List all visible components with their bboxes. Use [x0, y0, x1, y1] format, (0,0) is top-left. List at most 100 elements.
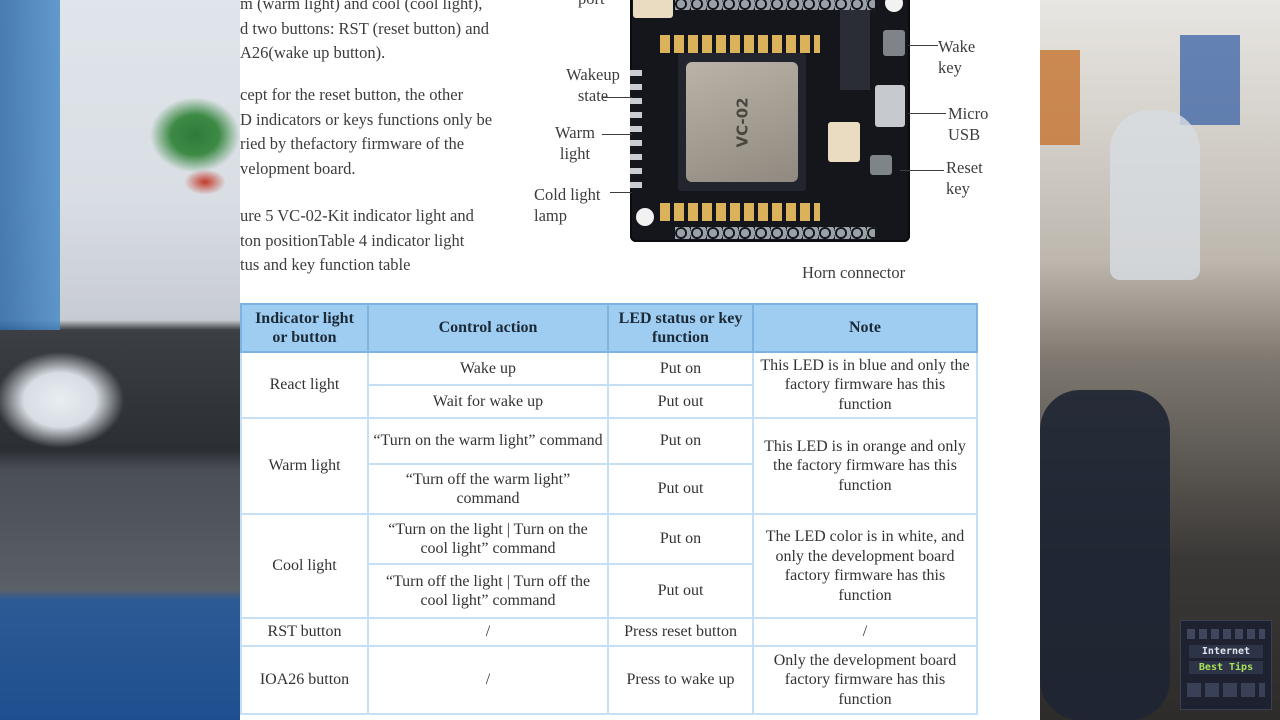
- cell-indicator: Cool light: [240, 513, 369, 619]
- cell-status: Put on: [607, 351, 754, 386]
- background-shape: [1040, 50, 1080, 145]
- table-row: Cool light “Turn on the light | Turn on …: [240, 513, 978, 619]
- text-line: ton positionTable 4 indicator light: [240, 230, 465, 250]
- cell-status: Put on: [607, 417, 754, 465]
- callout-micro-usb: Micro USB: [948, 103, 1008, 145]
- module-shield: [686, 62, 798, 182]
- logo-decoration: [1187, 683, 1265, 697]
- logo-text-line1: Internet: [1189, 645, 1263, 658]
- table-row: RST button / Press reset button /: [240, 617, 978, 647]
- board-figure: VC-02: [625, 0, 915, 245]
- connector: [828, 122, 860, 162]
- callout-line: key: [938, 58, 962, 77]
- side-leds: [630, 70, 642, 190]
- cell-action: /: [367, 645, 609, 715]
- callout-horn-connector: Horn connector: [802, 263, 906, 282]
- cell-action: “Turn on the warm light” command: [367, 417, 609, 465]
- indicator-function-table: Indicator light or button Control action…: [240, 303, 978, 715]
- leader-line: [602, 134, 632, 135]
- leader-line: [908, 45, 938, 46]
- callout-line: state: [577, 86, 609, 105]
- callout-warm-light: Warm light: [548, 122, 602, 164]
- intro-paragraph: m (warm light) and cool (cool light), d …: [240, 0, 530, 66]
- cell-status: Put on: [607, 513, 754, 565]
- leader-line: [602, 97, 632, 98]
- text-line: velopment board.: [240, 158, 356, 178]
- header-holes: [675, 0, 875, 10]
- cell-action: /: [367, 617, 609, 647]
- cell-note: This LED is in orange and only the facto…: [752, 417, 978, 515]
- callout-reset-key: Reset key: [946, 157, 1006, 199]
- leader-line: [900, 170, 944, 171]
- callout-top: port: [578, 0, 618, 9]
- ic-chip: [840, 10, 870, 90]
- except-paragraph: cept for the reset button, the other D i…: [240, 83, 530, 181]
- cell-indicator: RST button: [240, 617, 369, 647]
- text-line: D indicators or keys functions only be: [240, 109, 493, 129]
- table-row: React light Wake up Put on This LED is i…: [240, 351, 978, 419]
- callout-line: Reset: [946, 158, 983, 177]
- cell-indicator: React light: [240, 351, 369, 419]
- wake-key-button: [883, 30, 905, 56]
- callout-wakeup-state: Wakeup state: [558, 64, 628, 106]
- cell-status: Put out: [607, 563, 754, 619]
- callout-line: Wake: [938, 37, 976, 56]
- background-shape: [1040, 390, 1170, 720]
- table-row: Warm light “Turn on the warm light” comm…: [240, 417, 978, 515]
- text-line: cept for the reset button, the other: [240, 85, 464, 104]
- text-line: ried by thefactory firmware of the: [240, 134, 465, 153]
- callout-line: Warm: [555, 123, 595, 142]
- table-header-row: Indicator light or button Control action…: [240, 303, 978, 353]
- header-indicator: Indicator light or button: [240, 303, 369, 353]
- logo-text-line2: Best Tips: [1189, 661, 1263, 674]
- connector: [633, 0, 673, 18]
- cell-note: Only the development board factory firmw…: [752, 645, 978, 715]
- header-note: Note: [752, 303, 978, 353]
- callout-line: Micro: [948, 104, 989, 123]
- mount-hole: [636, 208, 654, 226]
- cell-action: Wake up: [367, 351, 609, 386]
- cell-action: “Turn off the warm light” command: [367, 463, 609, 515]
- cell-action: “Turn off the light | Turn off the cool …: [367, 563, 609, 619]
- cell-status: Put out: [607, 384, 754, 419]
- text-line: ure 5 VC-02-Kit indicator light and: [240, 206, 474, 225]
- cell-note: This LED is in blue and only the factory…: [752, 351, 978, 419]
- figure-caption: ure 5 VC-02-Kit indicator light and ton …: [240, 204, 530, 278]
- cell-indicator: Warm light: [240, 417, 369, 515]
- table-row: Wait for wake up Put out: [241, 384, 977, 419]
- background-right: [1040, 0, 1280, 720]
- background-shape: [1180, 35, 1240, 125]
- chip-label: VC-02: [733, 97, 751, 148]
- header-holes: [675, 227, 875, 239]
- text-line: A26(wake up button).: [240, 43, 386, 62]
- text-line: tus and key function table: [240, 255, 411, 274]
- channel-logo: Internet Best Tips: [1180, 620, 1272, 710]
- callout-line: lamp: [534, 206, 567, 225]
- cell-status: Press reset button: [607, 617, 754, 647]
- background-pillar: [0, 0, 60, 330]
- cell-status: Press to wake up: [607, 645, 754, 715]
- background-left: [0, 0, 240, 720]
- cell-note: The LED color is in white, and only the …: [752, 513, 978, 619]
- cell-action: Wait for wake up: [367, 384, 609, 419]
- leader-line: [610, 192, 632, 193]
- callout-line: USB: [948, 125, 981, 144]
- cell-note: /: [752, 617, 978, 647]
- callout-line: Wakeup: [566, 65, 620, 84]
- reset-key-button: [870, 155, 892, 175]
- text-line: m (warm light) and cool (cool light),: [240, 0, 483, 13]
- callout-cold-light-lamp: Cold light lamp: [534, 184, 610, 226]
- vc02-board-image: VC-02: [630, 0, 910, 242]
- module-pins: [660, 35, 820, 53]
- cell-indicator: IOA26 button: [240, 645, 369, 715]
- table-row: IOA26 button / Press to wake up Only the…: [240, 645, 978, 715]
- background-person: [1110, 110, 1200, 280]
- cell-action: “Turn on the light | Turn on the cool li…: [367, 513, 609, 565]
- micro-usb-port: [875, 85, 905, 127]
- callout-line: Cold light: [534, 185, 601, 204]
- text-line: d two buttons: RST (reset button) and: [240, 18, 490, 38]
- callout-line: light: [559, 144, 591, 163]
- logo-decoration: [1187, 629, 1265, 639]
- document-page: m (warm light) and cool (cool light), d …: [240, 0, 1040, 720]
- cell-status: Put out: [607, 463, 754, 515]
